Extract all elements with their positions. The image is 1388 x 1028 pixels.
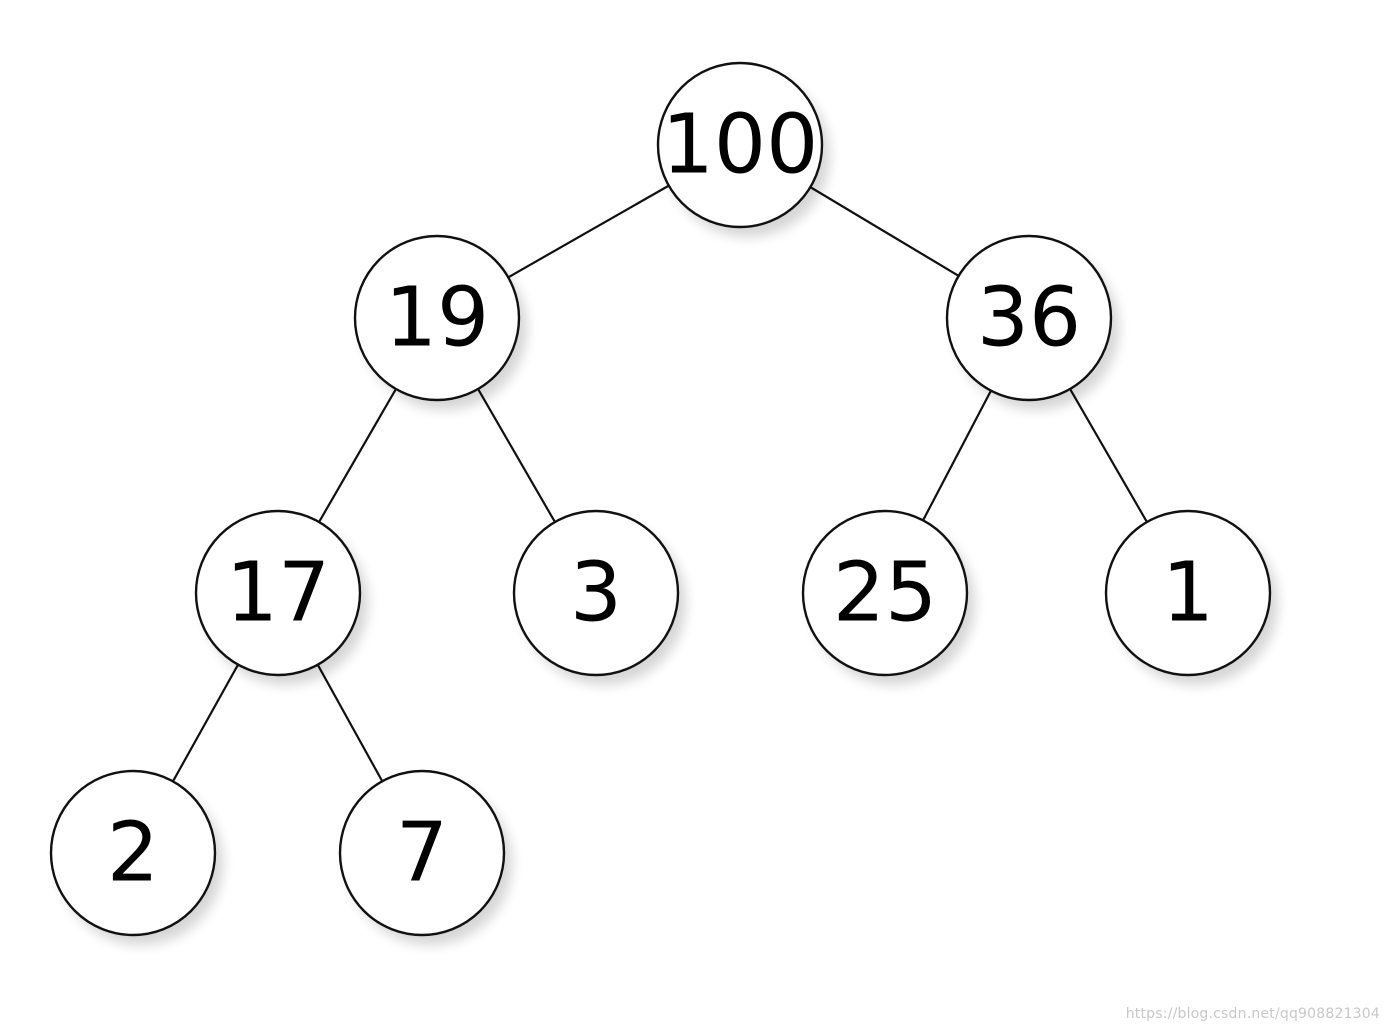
tree-node-7: 7: [338, 769, 512, 945]
tree-node-2: 2: [49, 769, 223, 945]
node-label: 100: [662, 98, 819, 193]
node-circle: [338, 769, 506, 937]
tree-nodes: 100 19 36 17 3 25 1 2 7: [49, 61, 1278, 945]
node-label: 17: [226, 546, 330, 641]
tree-node-3: 3: [512, 509, 686, 685]
tree-node-36: 36: [945, 234, 1119, 410]
tree-node-17: 17: [194, 509, 368, 685]
node-label: 7: [396, 806, 448, 901]
node-label: 3: [570, 546, 622, 641]
node-circle: [945, 234, 1113, 402]
node-circle: [49, 769, 217, 937]
node-circle: [353, 234, 521, 402]
node-label: 25: [833, 546, 937, 641]
node-label: 36: [977, 271, 1081, 366]
node-circle: [656, 61, 824, 229]
node-label: 19: [385, 271, 489, 366]
tree-node-25: 25: [801, 509, 975, 685]
tree-node-19: 19: [353, 234, 527, 410]
tree-node-100: 100: [656, 61, 830, 237]
node-circle: [512, 509, 680, 677]
watermark-text: https://blog.csdn.net/qq908821304: [1125, 1006, 1380, 1022]
node-label: 2: [107, 806, 159, 901]
tree-node-1: 1: [1104, 509, 1278, 685]
node-circle: [194, 509, 362, 677]
node-label: 1: [1162, 546, 1214, 641]
node-circle: [1104, 509, 1272, 677]
node-circle: [801, 509, 969, 677]
